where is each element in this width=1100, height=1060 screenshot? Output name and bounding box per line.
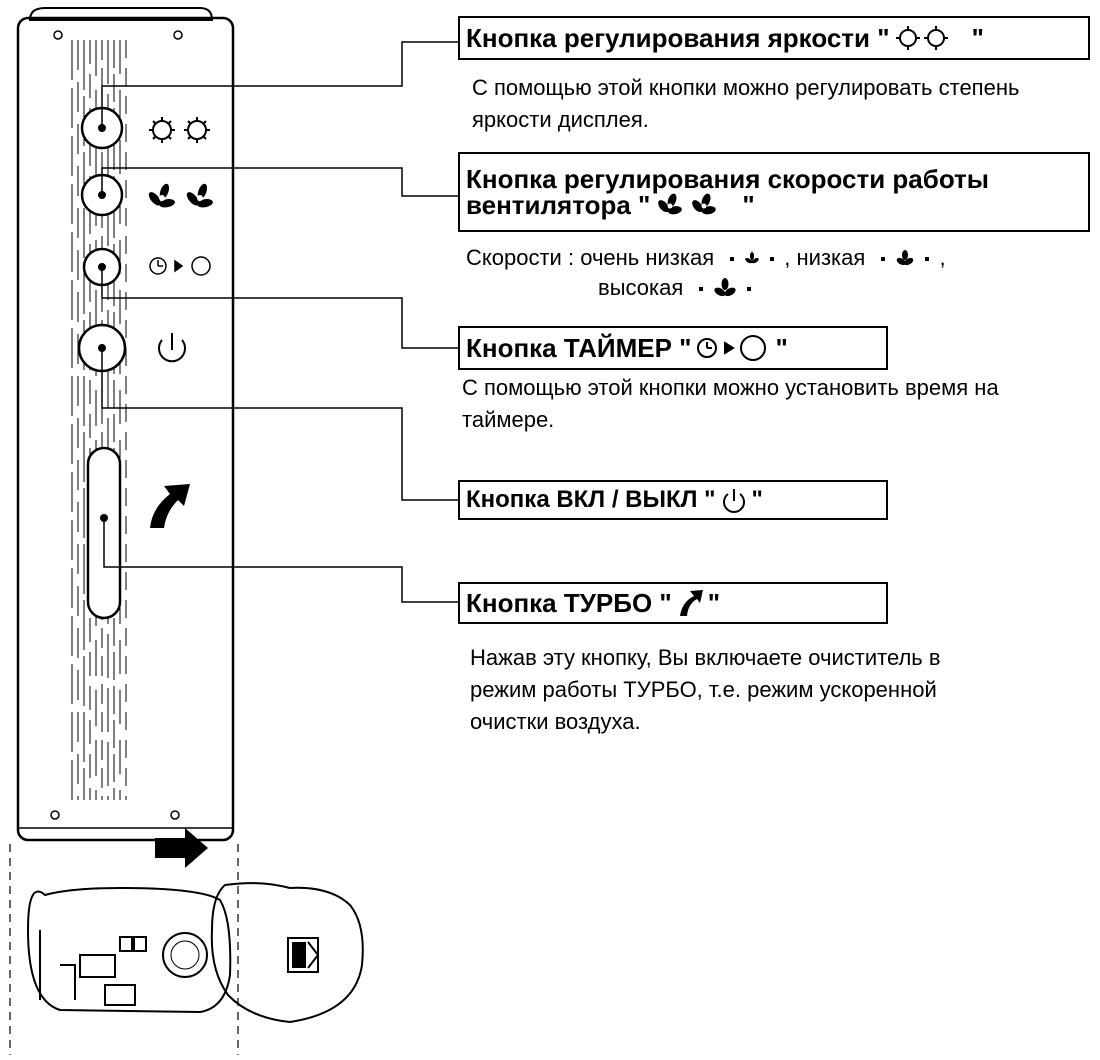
- timer-description: С помощью этой кнопки можно установить в…: [462, 375, 999, 432]
- fan-title-line2-prefix: вентилятора ": [466, 190, 651, 220]
- battery-cover: [210, 882, 364, 1024]
- power-icon: [722, 489, 745, 513]
- fan-title: Кнопка регулирования скорости работы вен…: [458, 152, 1090, 232]
- fan-speeds-row2: высокая: [598, 272, 761, 304]
- brightness-title: Кнопка регулирования яркости " ": [458, 16, 1090, 60]
- turbo-description: Нажав эту кнопку, Вы включаете очистител…: [470, 645, 941, 734]
- timer-title-prefix: Кнопка ТАЙМЕР ": [466, 332, 692, 363]
- remote-top-cap: [28, 7, 214, 21]
- speed-very-low: очень низкая: [580, 245, 715, 270]
- brightness-title-suffix: ": [971, 22, 984, 53]
- fan-small-icon: [745, 252, 760, 264]
- comma-2: ,: [939, 245, 946, 270]
- power-title: Кнопка ВКЛ / ВЫКЛ " ": [458, 480, 888, 520]
- power-icon: [158, 333, 186, 363]
- turbo-title-suffix: ": [707, 587, 721, 618]
- fan-large-icon: [714, 278, 736, 297]
- speed-high: высокая: [598, 275, 684, 300]
- turbo-arrow-icon: [679, 590, 703, 616]
- screw-hole: [53, 30, 63, 40]
- turbo-title: Кнопка ТУРБО " ": [458, 582, 888, 624]
- texture-lines: [71, 40, 127, 800]
- fan-title-line1: Кнопка регулирования скорости работы: [466, 164, 989, 194]
- brightness-title-prefix: Кнопка регулирования яркости ": [466, 22, 890, 53]
- slide-arrow-icon: [155, 828, 208, 868]
- speed-low: низкая: [796, 245, 866, 270]
- leader-lines: [101, 41, 462, 603]
- sun-pair-icon: [149, 117, 210, 143]
- comma-1: ,: [784, 245, 791, 270]
- remote-body: [16, 16, 235, 842]
- screw-hole: [50, 810, 60, 820]
- screw-hole: [170, 810, 180, 820]
- turbo-arrow-icon: [150, 484, 190, 528]
- power-title-prefix: Кнопка ВКЛ / ВЫКЛ ": [466, 486, 716, 513]
- fan-pair-icon: [658, 193, 717, 215]
- timer-title-suffix: ": [775, 332, 788, 363]
- brightness-description: С помощью этой кнопки можно регулировать…: [472, 75, 1020, 132]
- fan-speeds-row1: Скорости : очень низкая , низкая ,: [466, 242, 946, 274]
- fan-pair-icon: [148, 183, 213, 208]
- speeds-label: Скорости :: [466, 245, 575, 270]
- timer-title: Кнопка ТАЙМЕР " ": [458, 326, 888, 370]
- turbo-title-prefix: Кнопка ТУРБО ": [466, 587, 672, 618]
- timer-clock-arrow-circle-icon: [149, 256, 211, 276]
- fan-title-line2: вентилятора " ": [466, 192, 755, 218]
- dashed-guides: [9, 844, 239, 1055]
- timer-clock-arrow-circle-icon: [697, 335, 767, 361]
- sun-pair-icon: [895, 26, 948, 50]
- battery-compartment: [26, 886, 232, 1014]
- fan-title-line2-suffix: ": [742, 190, 755, 220]
- power-title-suffix: ": [751, 486, 763, 513]
- screw-hole: [173, 30, 183, 40]
- fan-medium-icon: [897, 250, 914, 266]
